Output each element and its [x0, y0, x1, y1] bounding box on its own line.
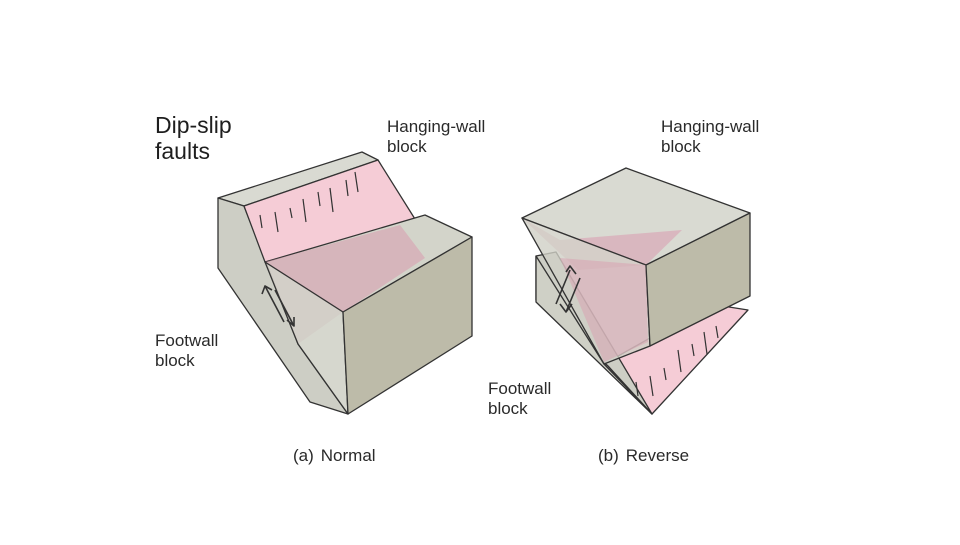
reverse-caption-letter: (b) — [598, 446, 619, 465]
diagram-title: Dip-slip faults — [155, 112, 232, 165]
normal-fault-diagram — [217, 151, 473, 415]
normal-hangingwall-side — [342, 236, 473, 415]
reverse-scarp-ticks — [635, 325, 719, 397]
reverse-fault-plane-front — [560, 258, 648, 362]
normal-hanging-wall-label: Hanging-wall block — [387, 117, 486, 156]
reverse-caption-text: Reverse — [625, 446, 690, 465]
reverse-footwall-label: Footwall block — [488, 379, 552, 418]
reverse-caption: (b) Reverse — [598, 446, 689, 466]
normal-slip-arrows — [261, 285, 295, 327]
normal-scarp-ticks — [259, 171, 359, 233]
normal-caption-text: Normal — [320, 446, 376, 465]
reverse-fault-plane — [522, 218, 682, 270]
normal-caption-letter: (a) — [293, 446, 314, 465]
reverse-footwall-block — [535, 255, 653, 415]
reverse-slip-arrows — [555, 265, 581, 313]
reverse-fault-diagram — [521, 167, 751, 415]
reverse-hanging-wall-label: Hanging-wall block — [661, 117, 760, 156]
diagram-title-line2: faults — [155, 138, 210, 165]
reverse-hangingwall-side — [645, 212, 751, 347]
normal-caption: (a) Normal — [293, 446, 376, 466]
normal-footwall-label: Footwall block — [155, 331, 219, 370]
diagram-title-line1: Dip-slip — [155, 112, 232, 138]
